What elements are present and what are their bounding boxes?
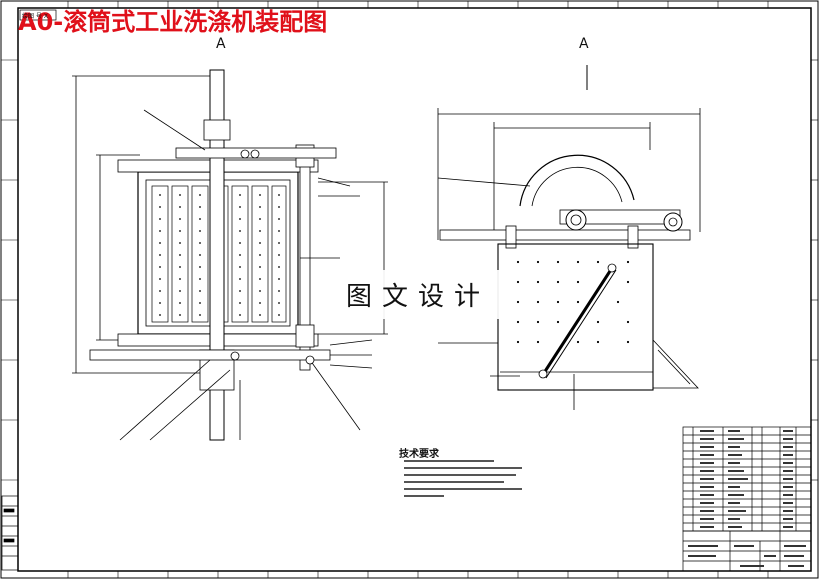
top-ruler <box>67 1 769 8</box>
watermark: 图文设计 <box>336 270 501 319</box>
left-ruler <box>1 59 18 481</box>
right-view <box>437 65 701 410</box>
tech-requirements-title: 技术要求 <box>399 449 439 460</box>
corner-tag: 绘图 号 X <box>22 13 48 20</box>
revision-table <box>1 495 19 571</box>
bottom-ruler <box>67 571 769 578</box>
inner-frame <box>17 7 812 572</box>
left-view <box>72 69 388 441</box>
tech-requirements-lines <box>404 460 522 497</box>
drawing-title: A0-滚筒式工业洗涤机装配图 <box>18 8 328 36</box>
right-ruler <box>811 59 818 481</box>
left-view-perforations <box>159 194 280 316</box>
parts-list <box>682 426 812 532</box>
right-view-perforations <box>516 260 630 344</box>
title-block <box>682 530 812 572</box>
corner-tag-box <box>19 9 57 21</box>
parts-list-entries <box>700 430 793 528</box>
right-view-label: A <box>579 36 589 52</box>
title-block-entries <box>688 545 806 567</box>
left-view-label: A <box>216 36 226 52</box>
